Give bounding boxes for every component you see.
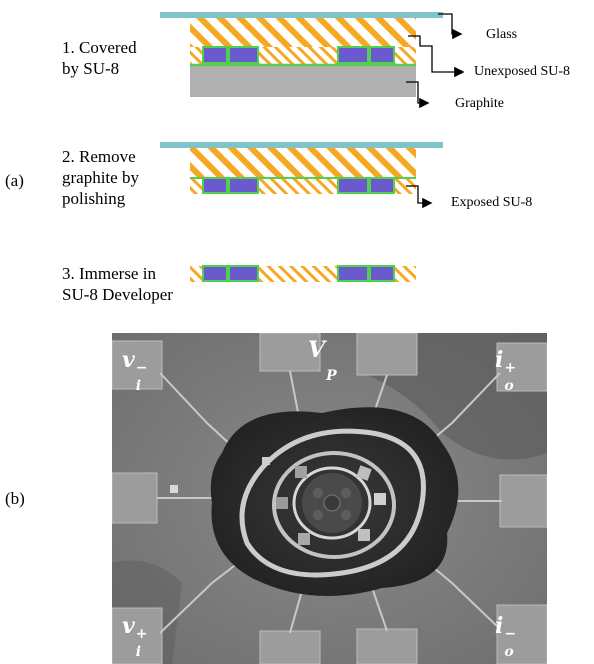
micrograph-illustration: [112, 333, 547, 664]
electrode: [337, 177, 369, 194]
step2-label: 2. Remove graphite by polishing: [62, 146, 139, 209]
vp-sub: P: [326, 368, 337, 384]
step2-line1: 2. Remove: [62, 147, 136, 166]
terminal-io-minus: i− o: [495, 613, 516, 660]
callout-unexposed-su8: Unexposed SU-8: [474, 64, 571, 79]
vi-plus-base: v: [122, 613, 135, 639]
contact-pad: [496, 604, 547, 664]
contact-pad: [496, 342, 547, 392]
exposed-callout: [406, 185, 433, 209]
io-plus-sup: +: [504, 360, 517, 376]
io-minus-sub: o: [504, 644, 514, 660]
io-plus-base: i: [495, 347, 504, 373]
terminal-io-plus: i+ o: [495, 347, 516, 394]
contact-pad: [259, 630, 321, 664]
vi-minus-sup: −: [135, 360, 148, 376]
step3-line1: 3. Immerse in: [62, 264, 156, 283]
electrode: [228, 46, 259, 64]
step3-stack: [190, 265, 416, 282]
glass-layer: [160, 142, 443, 148]
terminal-vi-minus: v− i: [122, 347, 148, 394]
vp-base: V: [308, 337, 326, 363]
panel-b-label: (b): [5, 489, 25, 508]
io-plus-sub: o: [504, 378, 514, 394]
io-minus-sup: −: [504, 626, 517, 642]
outer-ring: [239, 428, 426, 578]
io-minus-base: i: [495, 613, 504, 639]
process-diagram: [160, 12, 465, 282]
step3-line2: SU-8 Developer: [62, 285, 173, 304]
contact-pad: [112, 607, 163, 664]
su8-layer: [190, 148, 416, 178]
step2-line3: polishing: [62, 189, 126, 208]
vi-plus-sub: i: [135, 644, 142, 660]
step2-line2: graphite by: [62, 168, 139, 187]
graphite-layer: [190, 66, 416, 97]
contact-pad: [356, 628, 418, 664]
central-electrode-array: [170, 457, 386, 545]
electrode: [369, 265, 395, 282]
step1-label: 1. Covered by SU-8: [62, 37, 137, 79]
electrode: [228, 177, 259, 194]
contact-pad: [112, 340, 163, 390]
electrode: [337, 265, 369, 282]
inner-ring: [292, 466, 372, 540]
contact-pad: [356, 333, 418, 376]
glass-layer: [160, 12, 443, 18]
vi-minus-sub: i: [135, 378, 142, 394]
callout-exposed-su8: Exposed SU-8: [451, 195, 533, 210]
terminal-vi-plus: v+ i: [122, 613, 148, 660]
callout-lines-step1: [406, 13, 465, 109]
callout-glass: Glass: [486, 27, 518, 42]
callout-graphite: Graphite: [455, 96, 504, 111]
electrode: [202, 265, 228, 282]
contact-pad: [499, 474, 547, 528]
step1-stack: [160, 12, 443, 97]
vi-minus-base: v: [122, 347, 135, 373]
contact-pad: [112, 472, 158, 524]
middle-ring: [272, 451, 396, 559]
bright-rings: [239, 428, 426, 578]
glass-callout: [438, 13, 463, 40]
electrode: [202, 46, 228, 64]
step3-label: 3. Immerse in SU-8 Developer: [62, 263, 173, 305]
unexposed-callout: [408, 35, 465, 78]
step1-line2: by SU-8: [62, 59, 120, 78]
step2-stack: [160, 142, 443, 194]
panel-a-label: (a): [5, 171, 24, 190]
vi-plus-sup: +: [135, 626, 148, 642]
electrode: [337, 46, 369, 64]
electrode: [369, 177, 395, 194]
electrode: [228, 265, 259, 282]
contact-pad: [259, 333, 321, 372]
electrode: [202, 177, 228, 194]
electrode: [369, 46, 395, 64]
graphite-callout: [406, 81, 430, 109]
step1-line1: 1. Covered: [62, 38, 137, 57]
